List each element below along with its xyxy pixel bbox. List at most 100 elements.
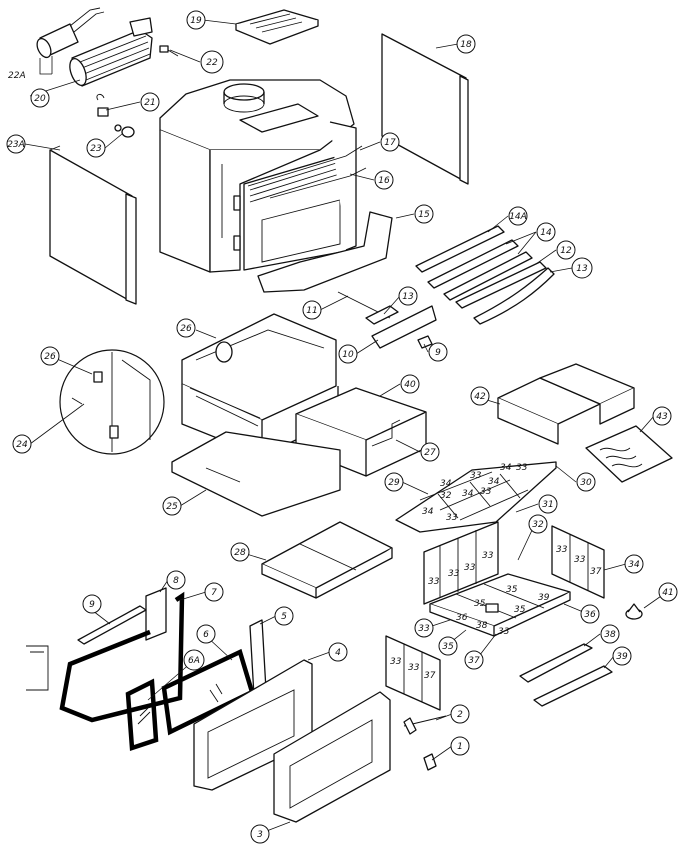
callout-20: 18: [456, 34, 476, 54]
svg-text:33: 33: [446, 513, 458, 523]
svg-text:35: 35: [474, 599, 486, 609]
callout-40: 37: [464, 650, 484, 670]
svg-text:35: 35: [506, 585, 518, 595]
svg-text:1: 1: [457, 742, 463, 752]
callout-7: 7: [204, 582, 224, 602]
side-bricks-37-left: [385, 635, 441, 711]
svg-text:7: 7: [211, 588, 217, 598]
callout-12: 11: [302, 300, 322, 320]
callout-30: 27: [420, 442, 440, 462]
svg-text:11: 11: [306, 306, 317, 316]
burner-tubes: [415, 225, 555, 325]
blower-assembly: [36, 7, 153, 87]
front-frame-3: [273, 691, 391, 823]
svg-text:26: 26: [44, 352, 56, 362]
label-22a: 22A: [8, 71, 26, 81]
callout-19: 17: [380, 132, 400, 152]
svg-text:23A: 23A: [7, 140, 25, 150]
door-latch-9: [77, 605, 147, 645]
svg-text:37: 37: [424, 671, 436, 681]
callout-37: 34: [624, 554, 644, 574]
svg-text:14: 14: [540, 228, 552, 238]
callout-9: 99: [82, 594, 102, 614]
svg-text:29: 29: [388, 478, 400, 488]
callout-16: 14A: [508, 206, 528, 226]
callout-43: 40: [400, 374, 420, 394]
callout-5: 5: [274, 606, 294, 626]
detail-circle-26-27: [59, 349, 165, 455]
svg-text:40: 40: [404, 380, 416, 390]
trim-41: [519, 643, 593, 683]
brick-number-labels: 34 33 34 33 34 32 34 33 34 33 33 33 33 3…: [390, 463, 602, 681]
callout-6: 6: [196, 624, 216, 644]
ring-24: [114, 124, 135, 138]
svg-text:13: 13: [402, 292, 414, 302]
callout-17: 15: [414, 204, 434, 224]
glass-panel-6a: [125, 678, 159, 752]
base-plate-28: [171, 431, 341, 517]
knob-44: [625, 603, 643, 620]
svg-text:2: 2: [457, 710, 463, 720]
svg-text:31: 31: [542, 500, 553, 510]
svg-text:20: 20: [34, 94, 46, 104]
svg-text:38: 38: [476, 621, 488, 631]
svg-text:6A: 6A: [188, 656, 200, 666]
control-panel-21: [235, 9, 319, 45]
callout-29: 26: [176, 318, 196, 338]
callout-35: 32: [528, 514, 548, 534]
svg-text:18: 18: [460, 40, 472, 50]
svg-text:15: 15: [418, 210, 430, 220]
callout-2: 2: [450, 704, 470, 724]
svg-text:43: 43: [656, 412, 668, 422]
svg-text:34: 34: [488, 477, 500, 487]
svg-text:39: 39: [616, 652, 628, 662]
svg-text:27: 27: [424, 448, 436, 458]
callout-42: 39: [612, 646, 632, 666]
svg-text:33: 33: [498, 627, 510, 637]
svg-text:22: 22: [206, 58, 218, 68]
trim-42: [533, 665, 613, 707]
callout-45: 42: [470, 386, 490, 406]
callout-21: 19: [186, 10, 206, 30]
svg-text:37: 37: [590, 567, 602, 577]
svg-text:33: 33: [448, 569, 460, 579]
callout-34: 31: [538, 494, 558, 514]
callout-32: 29: [384, 472, 404, 492]
svg-text:19: 19: [190, 16, 202, 26]
stove-body: [159, 79, 357, 273]
callout-14: 12: [556, 240, 576, 260]
brick-panel-31: [261, 521, 393, 599]
callout-25: 23A: [6, 134, 26, 154]
svg-text:37: 37: [468, 656, 480, 666]
baffle-18-19: [247, 145, 367, 199]
bracket-12-13: [337, 291, 437, 349]
svg-text:34: 34: [462, 489, 474, 499]
callout-33: 30: [576, 472, 596, 492]
svg-text:25: 25: [166, 502, 178, 512]
callout-41: 38: [600, 624, 620, 644]
svg-text:35: 35: [514, 605, 526, 615]
svg-text:33: 33: [408, 663, 420, 673]
callout-10: 9: [428, 342, 448, 362]
callout-4: 4: [328, 642, 348, 662]
svg-text:33: 33: [464, 563, 476, 573]
callout-24: 23: [86, 138, 106, 158]
callout-18: 16: [374, 170, 394, 190]
svg-text:5: 5: [281, 612, 287, 622]
callout-39: 36: [580, 604, 600, 624]
svg-text:28: 28: [234, 548, 246, 558]
door-frame-8: [145, 587, 167, 641]
callout-14a: 13: [571, 257, 593, 279]
svg-text:12: 12: [560, 246, 572, 256]
callout-38: 35: [438, 636, 458, 656]
svg-text:33: 33: [428, 577, 440, 587]
callout-26: 23A26: [40, 346, 60, 366]
hinge-bracket: [26, 645, 49, 691]
svg-text:16: 16: [378, 176, 390, 186]
callout-15: 14: [536, 222, 556, 242]
svg-text:34: 34: [628, 560, 640, 570]
svg-text:36: 36: [584, 610, 596, 620]
